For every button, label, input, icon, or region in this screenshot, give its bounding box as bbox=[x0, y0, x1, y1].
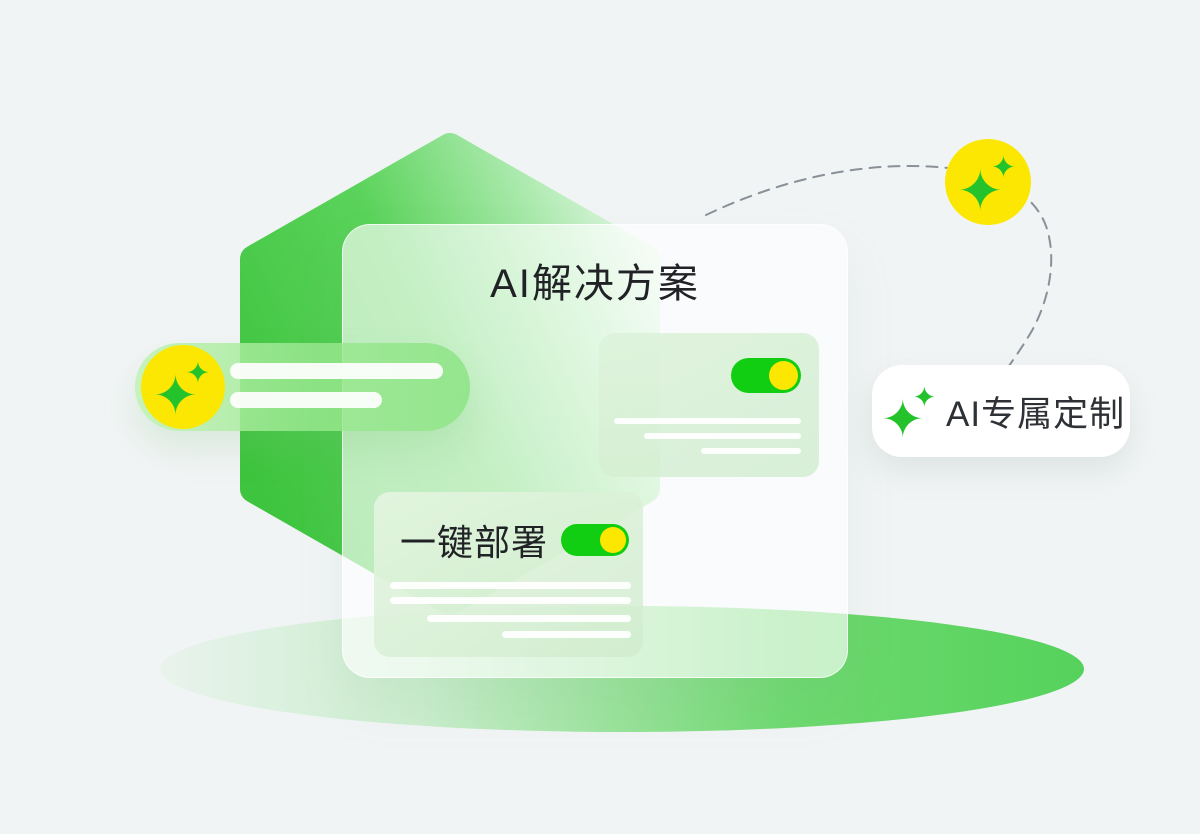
sparkle-bubble bbox=[945, 139, 1031, 225]
toggle-knob bbox=[600, 527, 626, 553]
skeleton-line bbox=[502, 631, 631, 638]
deploy-card: 一键部署 bbox=[374, 492, 643, 657]
skeleton-line bbox=[701, 448, 801, 454]
sparkle-badge bbox=[141, 345, 225, 429]
toggle-knob bbox=[769, 361, 798, 390]
ai-custom-label: AI专属定制 bbox=[946, 394, 1126, 434]
skeleton-line bbox=[427, 615, 631, 622]
feature-card bbox=[599, 333, 819, 477]
deploy-label: 一键部署 bbox=[400, 522, 549, 563]
skeleton-line bbox=[230, 363, 443, 379]
sparkle-icon bbox=[155, 360, 210, 415]
sparkle-icon bbox=[959, 154, 1016, 211]
solution-title: AI解决方案 bbox=[490, 262, 700, 306]
deploy-toggle[interactable] bbox=[561, 524, 629, 556]
ai-custom-pill[interactable]: AI专属定制 bbox=[872, 365, 1130, 457]
skeleton-line bbox=[390, 582, 631, 589]
skeleton-line bbox=[390, 597, 631, 604]
sparkle-icon bbox=[883, 385, 936, 438]
skeleton-line bbox=[644, 433, 801, 439]
skeleton-line bbox=[614, 418, 801, 424]
feature-toggle[interactable] bbox=[731, 358, 801, 393]
chat-pill bbox=[135, 343, 470, 431]
skeleton-line bbox=[230, 392, 382, 408]
solution-card: AI解决方案 一键部署 bbox=[342, 224, 848, 678]
